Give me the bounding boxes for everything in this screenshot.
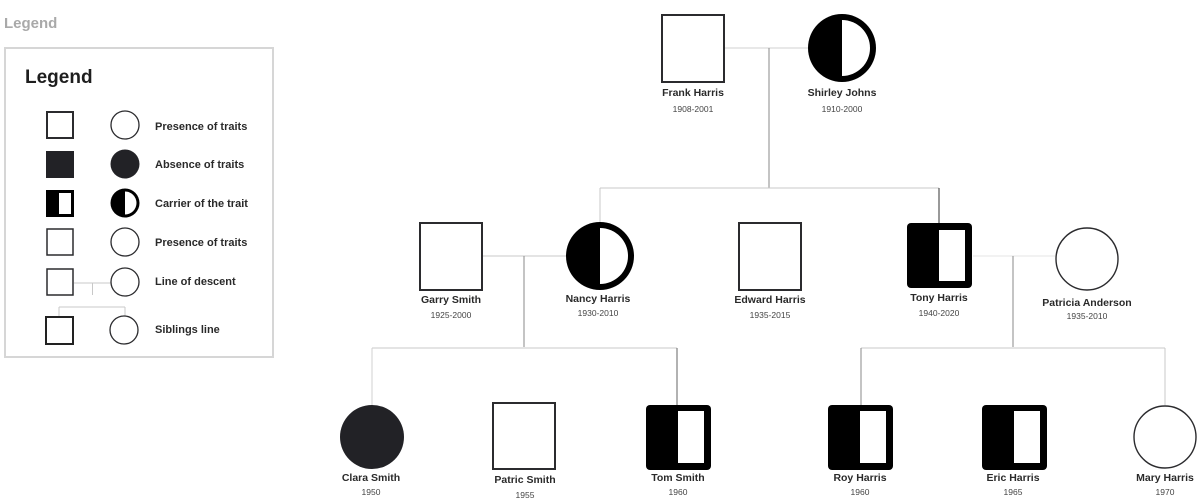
legend-siblings-line-icon — [58, 306, 126, 317]
male-carrier-icon — [982, 405, 1047, 470]
person-years: 1910-2000 — [822, 104, 863, 114]
male-presence-icon — [419, 222, 483, 291]
person-name: Eric Harris — [986, 472, 1039, 484]
person-years: 1925-2000 — [431, 310, 472, 320]
person-mary-harris[interactable]: Mary Harris 1970 — [1133, 405, 1197, 497]
legend-label-siblings-line: Siblings line — [155, 324, 220, 336]
legend-square-sibling-icon — [45, 316, 74, 345]
male-carrier-icon — [907, 223, 972, 288]
person-tony-harris[interactable]: Tony Harris 1940-2020 — [907, 223, 972, 318]
person-name: Patric Smith — [494, 474, 555, 486]
legend-square-empty-icon — [46, 111, 74, 139]
legend-circle-filled-icon — [110, 149, 140, 179]
person-shirley-johns[interactable]: Shirley Johns 1910-2000 — [808, 14, 877, 114]
legend-label-presence-2: Presence of traits — [155, 237, 248, 249]
person-name: Patricia Anderson — [1042, 297, 1131, 309]
person-patricia-anderson[interactable]: Patricia Anderson 1935-2010 — [1042, 227, 1132, 321]
person-name: Mary Harris — [1136, 472, 1194, 484]
female-carrier-icon — [808, 14, 876, 82]
female-carrier-icon — [566, 222, 634, 290]
male-carrier-icon — [828, 405, 893, 470]
pedigree-lines — [371, 47, 1166, 405]
legend-label-absence: Absence of traits — [155, 159, 245, 171]
male-presence-icon — [492, 402, 556, 470]
legend-circle-sibling-icon — [109, 315, 139, 345]
legend-circle-carrier-icon — [110, 188, 140, 218]
person-nancy-harris[interactable]: Nancy Harris 1930-2010 — [566, 222, 634, 318]
person-years: 1960 — [851, 487, 870, 497]
legend-square-filled-icon — [46, 151, 74, 178]
female-presence-icon — [1133, 405, 1197, 469]
legend-circle-descent-icon — [110, 267, 140, 297]
legend-circle-empty-2-icon — [110, 227, 140, 257]
male-presence-icon — [661, 14, 725, 83]
person-frank-harris[interactable]: Frank Harris 1908-2001 — [661, 14, 725, 114]
legend-circle-empty-icon — [110, 110, 140, 140]
legend-square-empty-2-icon — [46, 228, 74, 256]
person-name: Frank Harris — [662, 87, 724, 99]
person-name: Tom Smith — [651, 472, 704, 484]
person-years: 1950 — [362, 487, 381, 497]
person-years: 1955 — [516, 490, 535, 500]
male-carrier-icon — [646, 405, 711, 470]
female-absence-icon — [340, 405, 404, 469]
legend-label-carrier: Carrier of the trait — [155, 198, 248, 210]
person-garry-smith[interactable]: Garry Smith 1925-2000 — [419, 222, 483, 320]
legend-title: Legend — [25, 67, 93, 88]
person-roy-harris[interactable]: Roy Harris 1960 — [828, 405, 893, 497]
person-years: 1940-2020 — [919, 308, 960, 318]
person-years: 1908-2001 — [673, 104, 714, 114]
person-clara-smith[interactable]: Clara Smith 1950 — [340, 405, 404, 497]
person-tom-smith[interactable]: Tom Smith 1960 — [646, 405, 711, 497]
page-title: Legend — [4, 15, 58, 32]
person-years: 1965 — [1004, 487, 1023, 497]
legend-label-presence: Presence of traits — [155, 121, 248, 133]
person-name: Edward Harris — [734, 294, 805, 306]
person-years: 1935-2015 — [750, 310, 791, 320]
legend-symbols — [45, 110, 140, 345]
legend-label-line-of-descent: Line of descent — [155, 276, 236, 288]
person-patric-smith[interactable]: Patric Smith 1955 — [492, 402, 556, 500]
person-name: Shirley Johns — [808, 87, 877, 99]
person-name: Tony Harris — [910, 292, 968, 304]
male-presence-icon — [738, 222, 802, 291]
person-name: Clara Smith — [342, 472, 400, 484]
person-name: Nancy Harris — [566, 293, 631, 305]
legend-line-of-descent-icon — [74, 282, 111, 295]
person-eric-harris[interactable]: Eric Harris 1965 — [982, 405, 1047, 497]
person-years: 1930-2010 — [578, 308, 619, 318]
person-name: Roy Harris — [833, 472, 886, 484]
person-years: 1970 — [1156, 487, 1175, 497]
person-years: 1935-2010 — [1067, 311, 1108, 321]
person-name: Garry Smith — [421, 294, 481, 306]
female-presence-icon — [1055, 227, 1119, 291]
legend-square-descent-icon — [46, 268, 74, 296]
person-years: 1960 — [669, 487, 688, 497]
legend-square-carrier-icon — [46, 190, 74, 217]
person-edward-harris[interactable]: Edward Harris 1935-2015 — [734, 222, 806, 320]
